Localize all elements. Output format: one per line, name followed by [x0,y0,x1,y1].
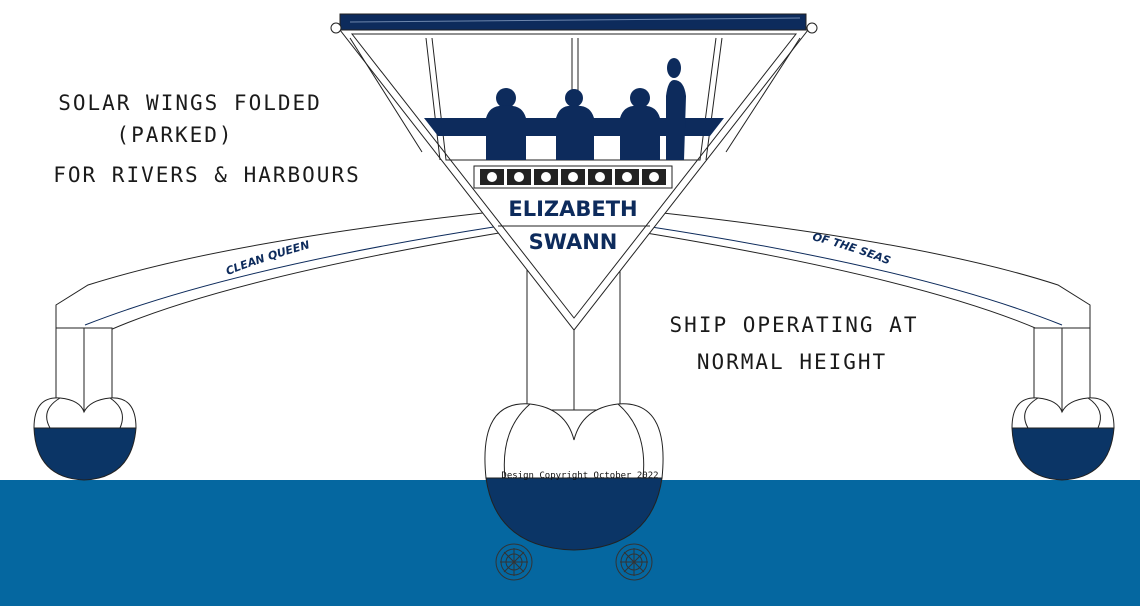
caption-right-line2: NORMAL HEIGHT [697,350,887,374]
ship-name-line2: SWANN [529,230,618,254]
right-arm [634,209,1091,331]
left-pylon [55,327,113,411]
right-propeller [615,543,653,581]
caption-left-line2: (PARKED) [116,123,233,147]
left-arm [55,209,511,331]
right-pylon [1033,327,1091,411]
left-float [33,397,137,481]
passengers [486,58,686,160]
portholes [480,169,666,185]
caption-right-line1: SHIP OPERATING AT [670,313,919,337]
ship-name-line1: ELIZABETH [508,197,637,221]
solar-wing-folded [330,13,818,34]
caption-left-line1: SOLAR WINGS FOLDED [58,91,322,115]
right-float [1011,397,1115,481]
caption-left-line3: FOR RIVERS & HARBOURS [53,163,361,187]
left-propeller [495,543,533,581]
centre-hull [484,403,664,551]
cabin [338,29,810,331]
copyright-text: Design Copyright October 2022 [501,471,658,481]
